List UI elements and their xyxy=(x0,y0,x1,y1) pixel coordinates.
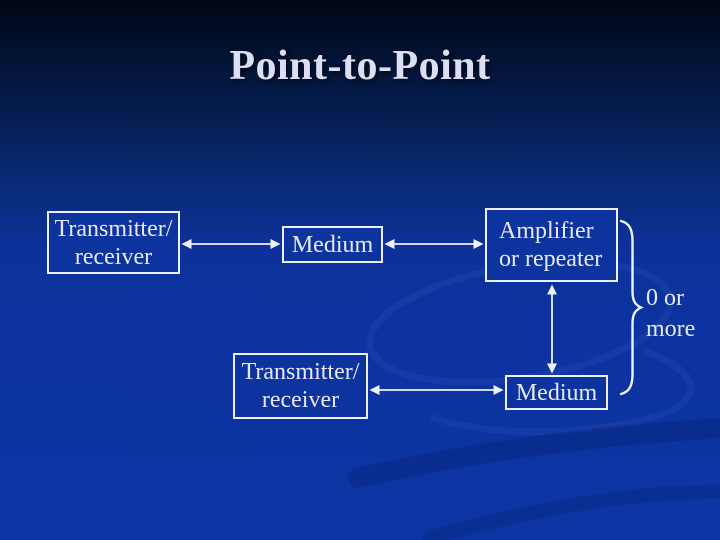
brace-label-line: more xyxy=(646,316,696,342)
box-label-line: receiver xyxy=(261,387,340,413)
box-label-line: Transmitter/ xyxy=(241,359,360,385)
slide-title: Point-to-Point xyxy=(229,43,491,89)
box-label-line: Medium xyxy=(515,379,598,406)
box-medium-top: Medium xyxy=(282,226,383,263)
box-label-line: Transmitter/ xyxy=(54,215,173,242)
box-label-line: receiver xyxy=(74,243,153,270)
box-label-line: Amplifier xyxy=(499,218,594,244)
swirl-tail-light xyxy=(430,348,695,436)
brace-label: 0 or more xyxy=(646,283,695,345)
box-amplifier-or-repeater: Amplifier or repeater xyxy=(485,208,618,282)
brace-label-line: 0 or xyxy=(646,285,684,311)
box-medium-bottom: Medium xyxy=(505,375,608,410)
box-transmitter-receiver-top: Transmitter/ receiver xyxy=(47,211,180,274)
curly-brace-0-or-more xyxy=(619,219,644,396)
box-label-line: Medium xyxy=(291,231,374,258)
swirl-band-dark-2 xyxy=(423,484,720,540)
box-label-line: or repeater xyxy=(499,246,603,272)
box-transmitter-receiver-bottom: Transmitter/ receiver xyxy=(233,353,368,419)
swirl-band-dark-1 xyxy=(348,418,720,488)
